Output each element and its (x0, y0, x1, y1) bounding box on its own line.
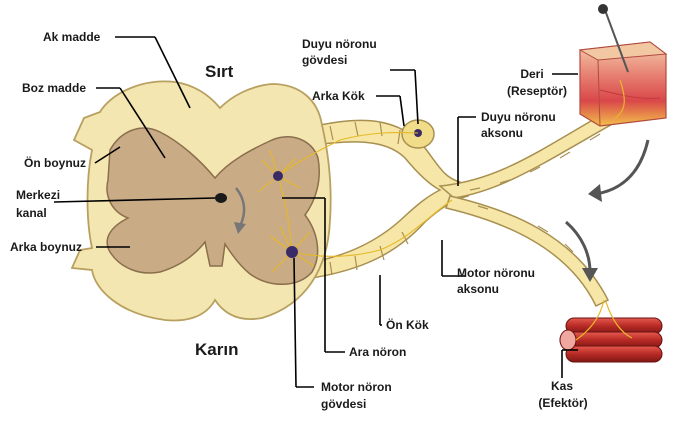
muscle-effector (560, 300, 662, 362)
label-grey-matter: Boz madde (22, 81, 86, 96)
sensory-flow-arrow (596, 140, 648, 194)
label-motor-axon-line2: aksonu (457, 282, 499, 297)
motor-neuron-body (286, 246, 298, 258)
label-white-matter: Ak madde (43, 30, 100, 45)
label-ventral-root: Ön Kök (386, 318, 429, 333)
label-skin-line2: (Reseptör) (502, 84, 572, 99)
label-motor-axon-line1: Motor nöronu (457, 266, 535, 281)
label-skin-line1: Deri (512, 67, 552, 82)
label-motor-neuron-body-line2: gövdesi (321, 397, 366, 412)
skin-receptor (580, 42, 666, 126)
label-sensory-axon-line1: Duyu nöronu (481, 110, 556, 125)
label-motor-neuron-body-line1: Motor nöron (321, 380, 392, 395)
label-dorsal: Sırt (205, 64, 233, 79)
label-anterior-horn: Ön boynuz (24, 156, 86, 171)
central-canal (215, 193, 227, 203)
label-ventral: Karın (195, 342, 238, 357)
interneuron-body (273, 171, 283, 181)
label-posterior-horn: Arka boynuz (10, 240, 82, 255)
label-interneuron: Ara nöron (349, 345, 406, 360)
label-central-canal-line2: kanal (16, 206, 47, 221)
label-muscle-line1: Kas (542, 379, 582, 394)
label-sensory-axon-line2: aksonu (481, 126, 523, 141)
label-muscle-line2: (Efektör) (530, 396, 596, 411)
label-central-canal-line1: Merkezi (16, 188, 60, 203)
label-sensory-neuron-body-line2: gövdesi (302, 53, 347, 68)
label-sensory-neuron-body-line1: Duyu nöronu (302, 37, 377, 52)
label-dorsal-root: Arka Kök (312, 89, 365, 104)
